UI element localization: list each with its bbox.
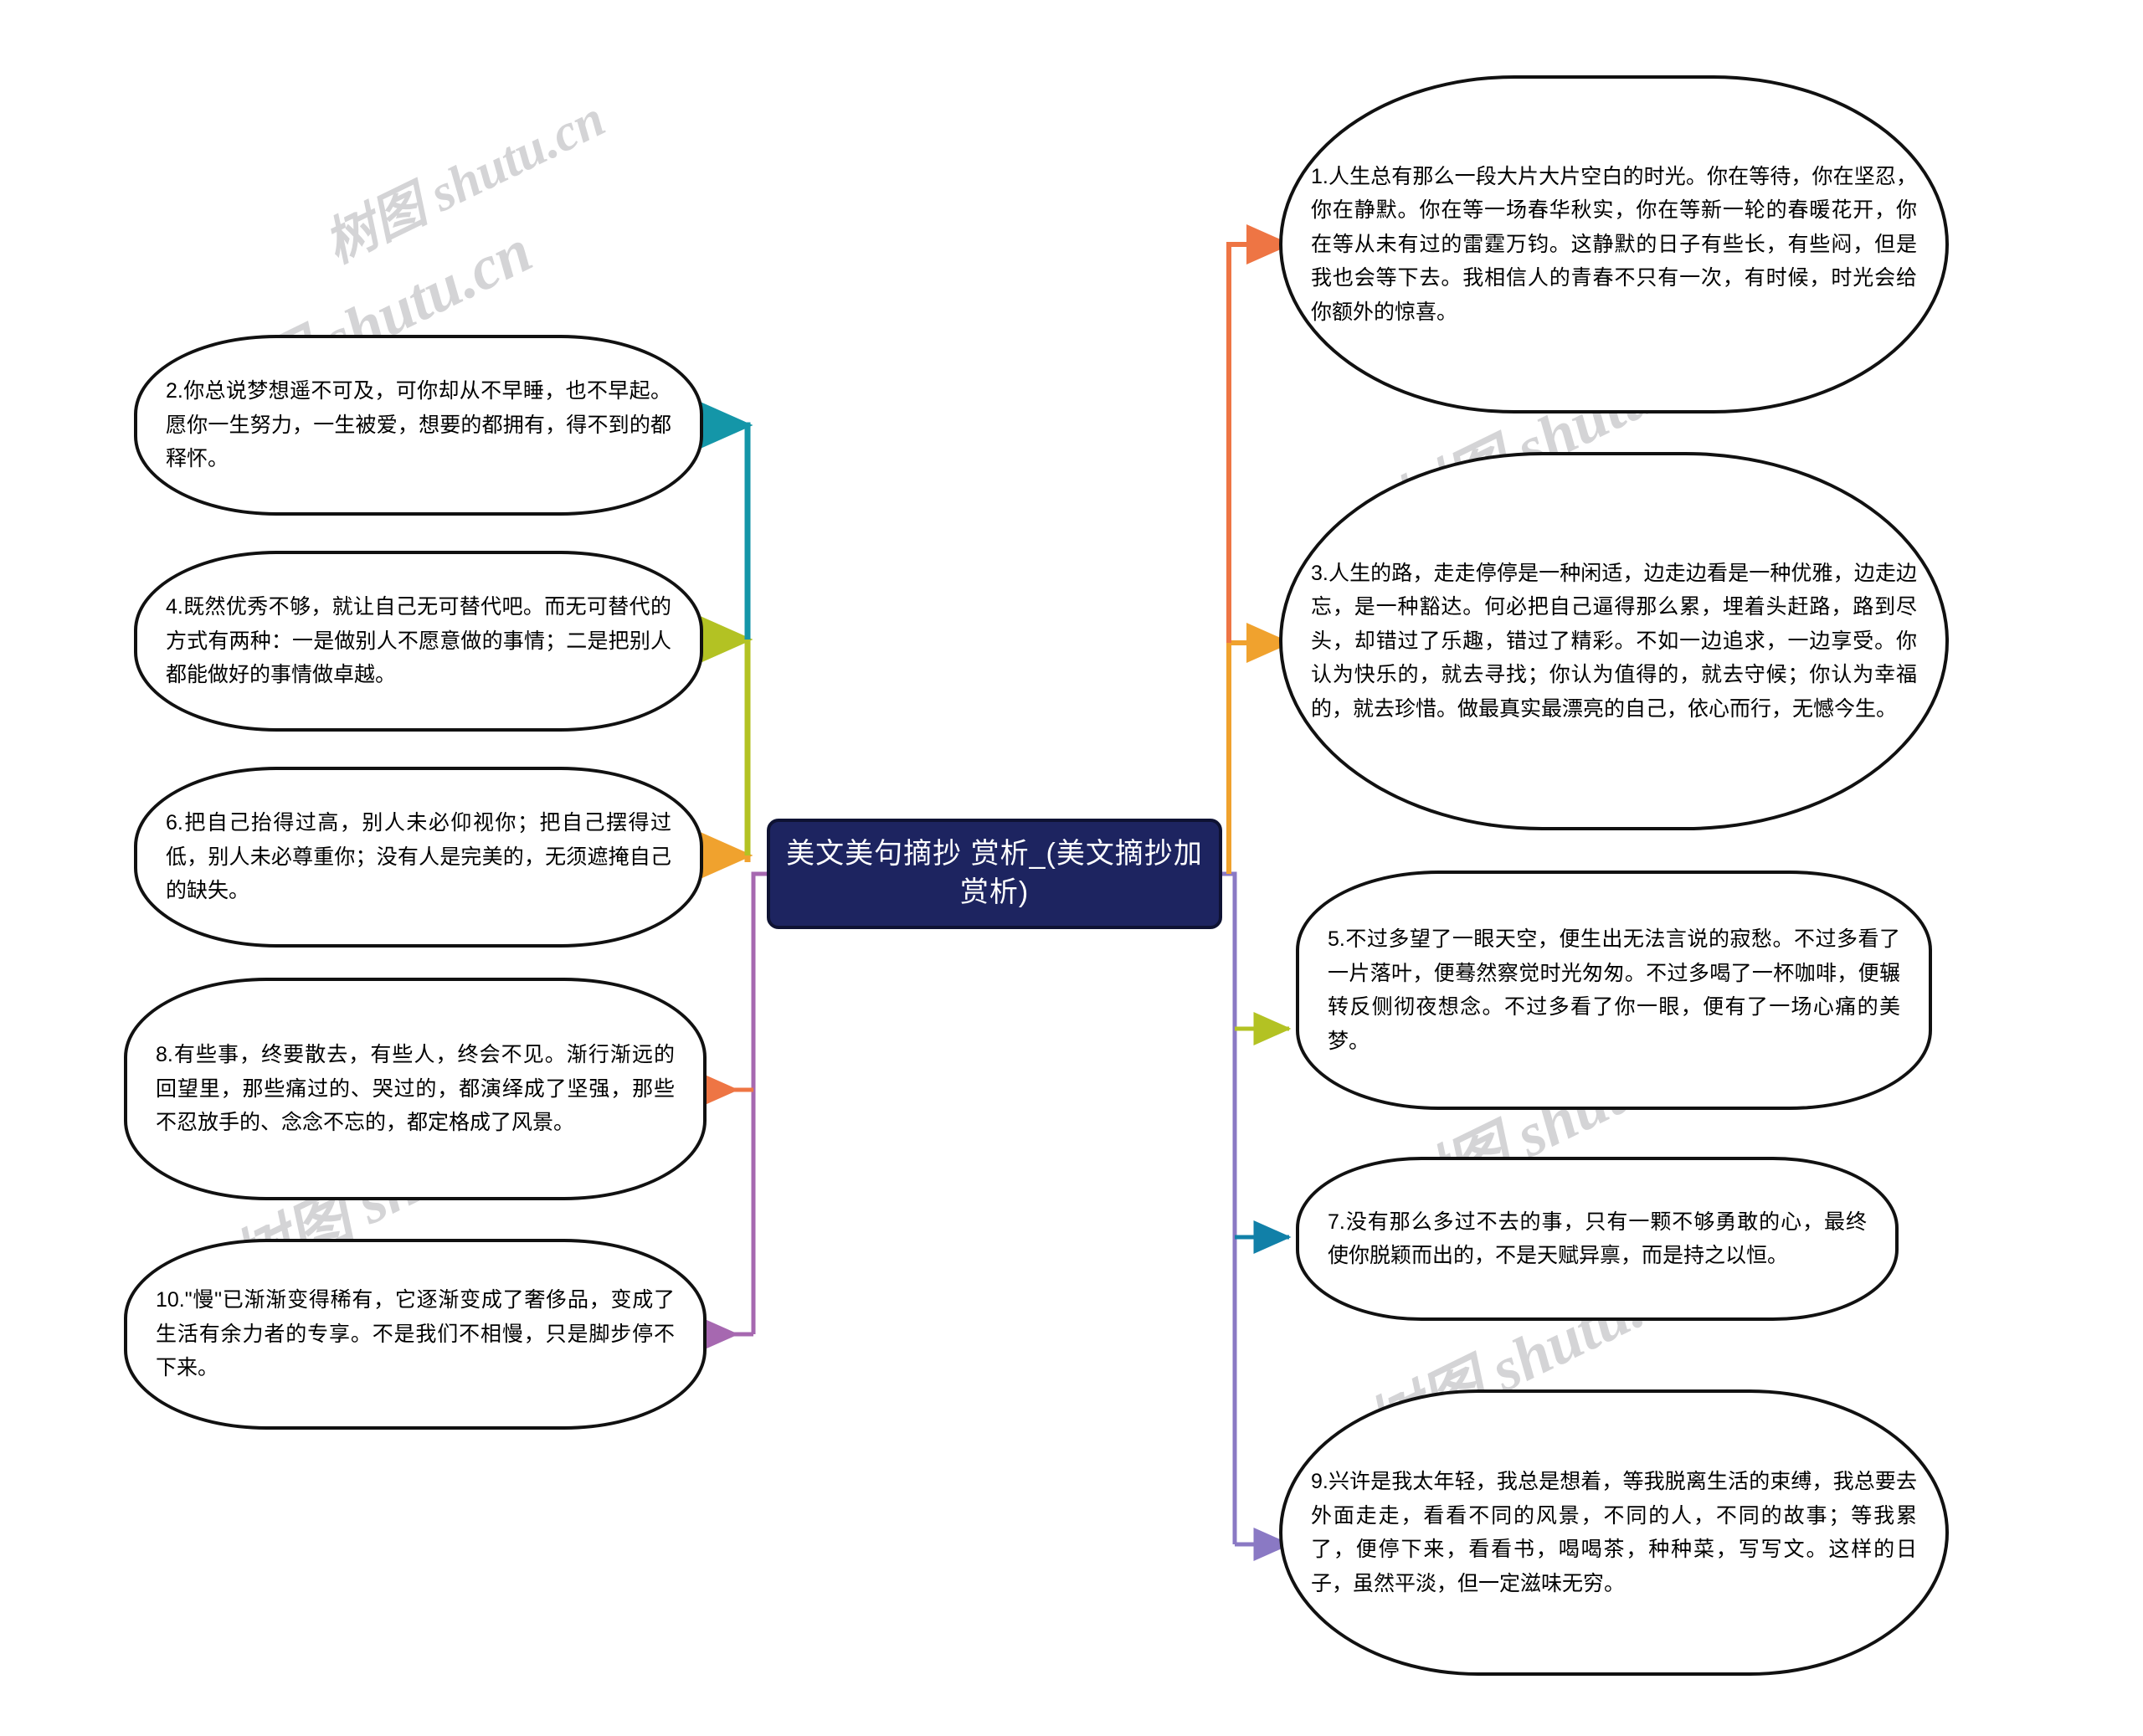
node-1[interactable]: 1.人生总有那么一段大片大片空白的时光。你在等待，你在坚忍，你在静默。你在等一场… (1279, 75, 1949, 413)
node-6[interactable]: 6.把自己抬得过高，别人未必仰视你；把自己摆得过低，别人未必尊重你；没有人是完美… (134, 767, 703, 948)
node-7[interactable]: 7.没有那么多过不去的事，只有一颗不够勇敢的心，最终使你脱颖而出的，不是天赋异禀… (1296, 1157, 1899, 1321)
node-3[interactable]: 3.人生的路，走走停停是一种闲适，边走边看是一种优雅，边走边忘，是一种豁达。何必… (1279, 452, 1949, 830)
watermark: 树图 shutu.cn (316, 90, 614, 275)
node-6-text: 6.把自己抬得过高，别人未必仰视你；把自己摆得过低，别人未必尊重你；没有人是完美… (166, 811, 671, 903)
node-1-text: 1.人生总有那么一段大片大片空白的时光。你在等待，你在坚忍，你在静默。你在等一场… (1311, 164, 1917, 324)
node-9-text: 9.兴许是我太年轻，我总是想着，等我脱离生活的束缚，我总要去外面走走，看看不同的… (1311, 1470, 1917, 1595)
root-title: 美文美句摘抄 赏析_(美文摘抄加赏析) (786, 838, 1203, 908)
connector-trunk-left (751, 871, 767, 1334)
connector-right-3 (1226, 623, 1292, 874)
node-5[interactable]: 5.不过多望了一眼天空，便生出无法言说的寂愁。不过多看了一片落叶，便蓦然察觉时光… (1296, 871, 1932, 1110)
node-4-text: 4.既然优秀不够，就让自己无可替代吧。而无可替代的方式有两种：一是做别人不愿意做… (166, 595, 671, 687)
connector-left-2 (700, 402, 753, 639)
node-5-text: 5.不过多望了一眼天空，便生出无法言说的寂愁。不过多看了一片落叶，便蓦然察觉时光… (1328, 927, 1900, 1053)
node-10-text: 10."慢"已渐渐变得稀有，它逐渐变成了奢侈品，变成了生活有余力者的专享。不是我… (156, 1288, 675, 1380)
connector-left-4 (700, 616, 753, 855)
connector-trunk-right (1222, 871, 1237, 1544)
node-8[interactable]: 8.有些事，终要散去，有些人，终会不见。渐行渐远的回望里，那些痛过的、哭过的，都… (124, 978, 707, 1200)
connector-left-6 (700, 832, 753, 879)
node-10[interactable]: 10."慢"已渐渐变得稀有，它逐渐变成了奢侈品，变成了生活有余力者的专享。不是我… (124, 1239, 707, 1430)
connector-right-1 (1226, 224, 1292, 643)
root-node[interactable]: 美文美句摘抄 赏析_(美文摘抄加赏析) (767, 819, 1222, 929)
node-3-text: 3.人生的路，走走停停是一种闲适，边走边看是一种优雅，边走边忘，是一种豁达。何必… (1311, 561, 1917, 721)
node-9[interactable]: 9.兴许是我太年轻，我总是想着，等我脱离生活的束缚，我总要去外面走走，看看不同的… (1279, 1389, 1949, 1676)
node-8-text: 8.有些事，终要散去，有些人，终会不见。渐行渐远的回望里，那些痛过的、哭过的，都… (156, 1043, 675, 1135)
node-4[interactable]: 4.既然优秀不够，就让自己无可替代吧。而无可替代的方式有两种：一是做别人不愿意做… (134, 551, 703, 732)
node-2-text: 2.你总说梦想遥不可及，可你却从不早睡，也不早起。愿你一生努力，一生被爱，想要的… (166, 379, 671, 471)
node-2[interactable]: 2.你总说梦想遥不可及，可你却从不早睡，也不早起。愿你一生努力，一生被爱，想要的… (134, 335, 703, 516)
node-7-text: 7.没有那么多过不去的事，只有一颗不够勇敢的心，最终使你脱颖而出的，不是天赋异禀… (1328, 1210, 1867, 1268)
